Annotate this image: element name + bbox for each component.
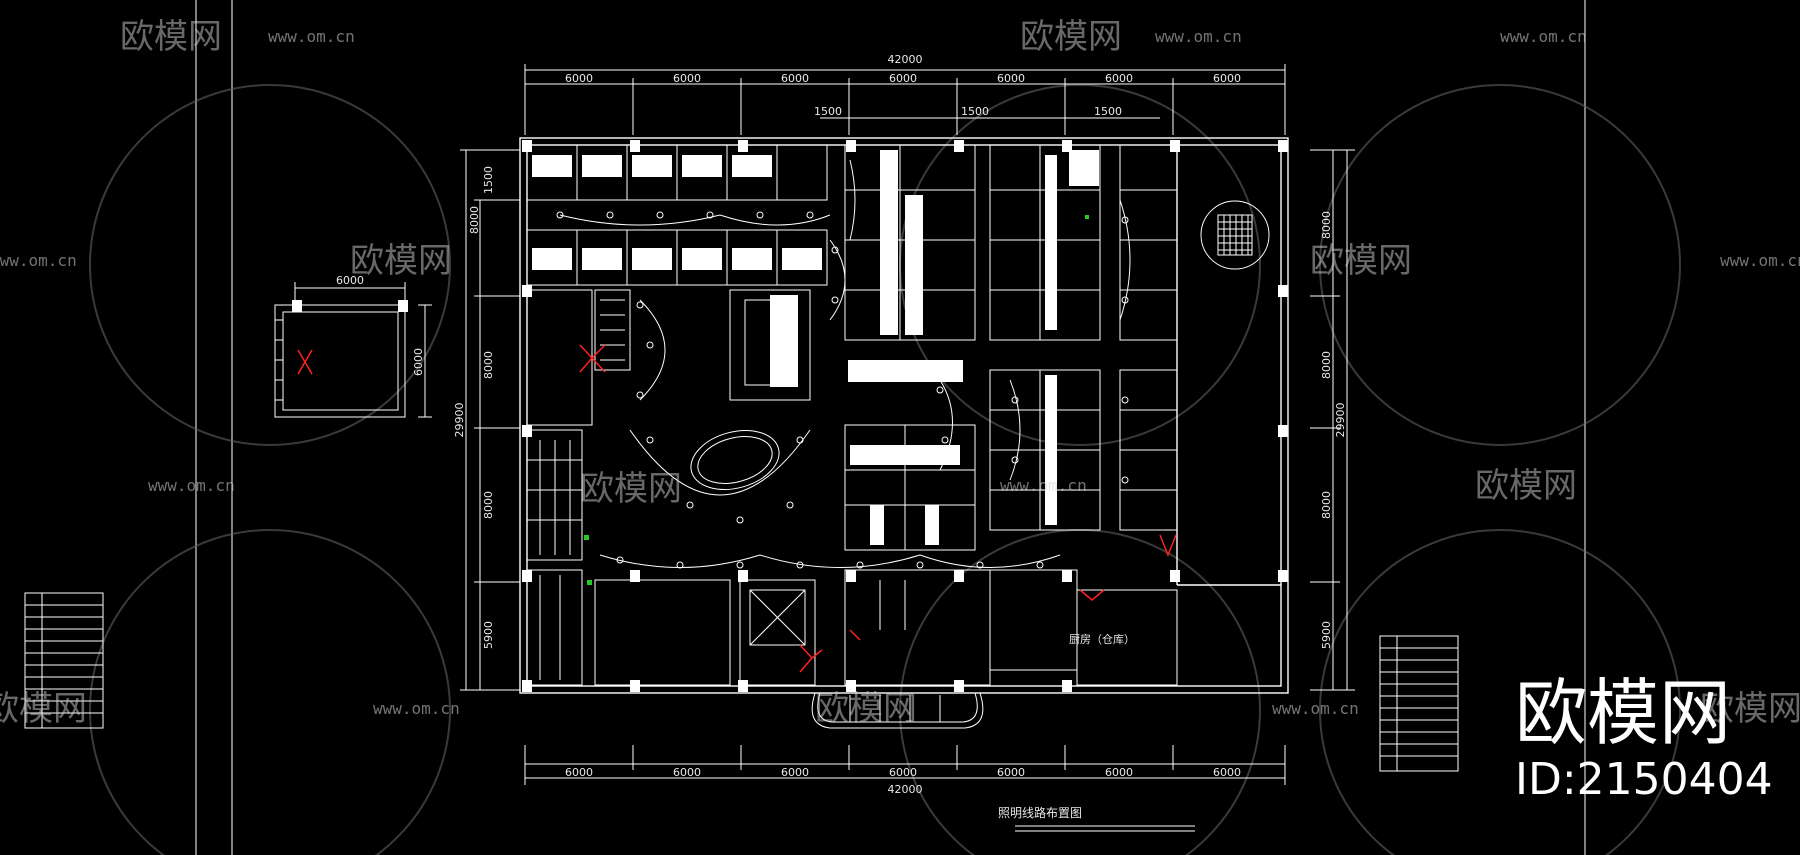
watermark-brand: 欧模网 <box>1475 466 1577 506</box>
building-outline <box>519 137 1289 694</box>
watermark-site: www.om.cn <box>1000 476 1087 495</box>
watermark-site: www.om.cn <box>268 27 355 46</box>
top-dimension-chain <box>524 64 1286 135</box>
left-dimension: 1500 <box>482 166 495 194</box>
detached-plan-columns <box>292 300 408 312</box>
legend-table-right <box>1379 635 1459 772</box>
right-dimensions: 8000 8000 8000 5900 29900 <box>1320 211 1347 649</box>
left-rooms <box>526 289 1178 686</box>
brand-stamp: 欧模网 <box>1515 671 1731 755</box>
bay-dimension: 6000 <box>1213 72 1241 85</box>
bay-dimension: 6000 <box>565 72 593 85</box>
office-row-top <box>526 144 828 286</box>
bay-dimension: 6000 <box>673 72 701 85</box>
door-symbols <box>297 344 1177 673</box>
bay-dimension: 6000 <box>889 72 917 85</box>
bay-dimension: 6000 <box>781 72 809 85</box>
bottom-dimension-chain <box>524 745 1286 785</box>
entrance-bay <box>811 692 984 729</box>
bay-dimension: 6000 <box>1105 72 1133 85</box>
id-stamp: ID:2150404 <box>1515 754 1773 805</box>
watermark-brand: 欧模网 <box>350 241 452 281</box>
drawing-title: 照明线路布置图 <box>998 805 1082 820</box>
total-width-dimension-bottom: 42000 <box>888 783 923 796</box>
left-dimension: 8000 <box>482 491 495 519</box>
green-markers <box>584 215 1089 585</box>
sheet-frame <box>195 0 1586 855</box>
bay-dimension: 6000 <box>673 766 701 779</box>
watermark-site: www.om.cn <box>148 476 235 495</box>
kitchen-room-label: 厨房（仓库） <box>1069 632 1135 646</box>
watermark-brand: 欧模网 <box>815 689 917 729</box>
right-dimension-chain <box>1310 149 1355 691</box>
structural-columns <box>522 140 1288 692</box>
watermark-brand: 欧模网 <box>120 17 222 57</box>
corridor-dimension: 1500 <box>961 105 989 118</box>
bay-dimension: 6000 <box>565 766 593 779</box>
watermarks: 欧模网 www.om.cn 欧模网 www.om.cn www.om.cn ww… <box>0 17 1800 729</box>
watermark-site: www.om.cn <box>373 699 460 718</box>
watermark-brand: 欧模网 <box>0 689 87 729</box>
bay-dimension: 6000 <box>997 766 1025 779</box>
round-ceiling-grid <box>1200 200 1270 270</box>
total-width-dimension: 42000 <box>888 53 923 66</box>
detached-plan-height: 6000 <box>412 348 425 376</box>
left-dimension-chain <box>460 149 520 691</box>
bay-dimension: 6000 <box>889 766 917 779</box>
watermark-brand: 欧模网 <box>1020 17 1122 57</box>
watermark-site: www.om.cn <box>1155 27 1242 46</box>
watermark-site: www.om.cn <box>1500 27 1587 46</box>
watermark-brand: 欧模网 <box>580 469 682 509</box>
detached-plan-width: 6000 <box>336 274 364 287</box>
corridor-dimension: 1500 <box>814 105 842 118</box>
right-total-dimension: 29900 <box>1334 403 1347 438</box>
right-dimension: 8000 <box>1320 211 1333 239</box>
central-office-grid <box>844 144 1178 551</box>
left-dimensions: 1500 8000 8000 8000 5900 29900 <box>453 166 495 649</box>
watermark-site: www.om.cn <box>0 251 77 270</box>
lobby-features <box>559 159 1131 568</box>
watermark-site: www.om.cn <box>1272 699 1359 718</box>
top-bay-dimensions: 6000 6000 6000 6000 6000 6000 6000 <box>565 72 1241 85</box>
watermark-brand: 欧模网 <box>1700 689 1800 729</box>
title-underline <box>1015 825 1195 832</box>
watermark-brand: 欧模网 <box>1310 241 1412 281</box>
legend-table-left <box>24 592 104 729</box>
bay-dimension: 6000 <box>1213 766 1241 779</box>
bay-dimension: 6000 <box>781 766 809 779</box>
left-total-dimension: 29900 <box>453 403 466 438</box>
central-desks <box>770 150 1099 545</box>
bottom-bay-dimensions: 6000 6000 6000 6000 6000 6000 6000 <box>565 766 1241 779</box>
left-dimension: 8000 <box>468 206 481 234</box>
bay-dimension: 6000 <box>997 72 1025 85</box>
office-desks <box>532 155 822 270</box>
bay-dimension: 6000 <box>1105 766 1133 779</box>
right-dimension: 5900 <box>1320 621 1333 649</box>
left-dimension: 5900 <box>482 621 495 649</box>
corridor-dimensions: 1500 1500 1500 <box>814 105 1122 118</box>
light-fixtures <box>556 211 1129 569</box>
detached-plan <box>274 282 432 418</box>
left-dimension: 8000 <box>482 351 495 379</box>
corridor-dimension: 1500 <box>1094 105 1122 118</box>
watermark-site: www.om.cn <box>1720 251 1800 270</box>
right-dimension: 8000 <box>1320 351 1333 379</box>
right-dimension: 8000 <box>1320 491 1333 519</box>
